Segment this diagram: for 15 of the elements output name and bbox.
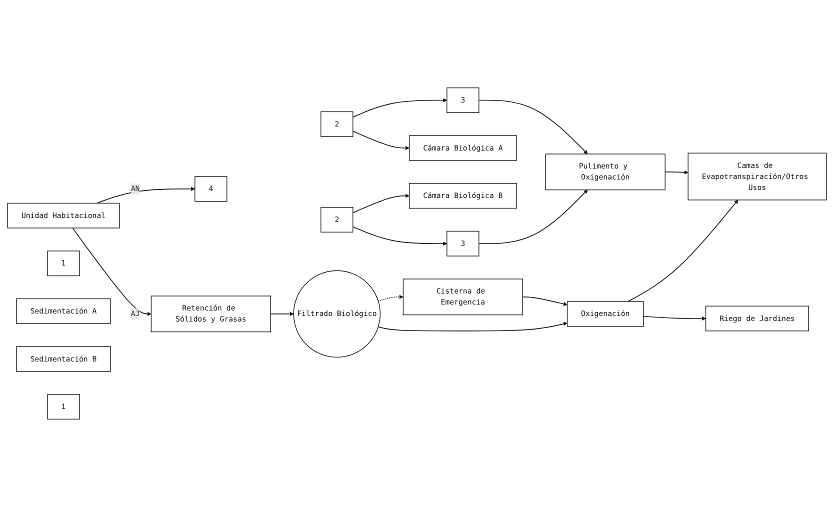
arrow bbox=[352, 98, 448, 118]
arrow bbox=[378, 322, 568, 332]
arrow bbox=[664, 170, 688, 174]
arrow bbox=[352, 130, 410, 150]
arrow bbox=[478, 190, 588, 244]
arrow bbox=[352, 194, 410, 214]
arrow bbox=[352, 226, 448, 246]
arrow bbox=[643, 316, 706, 321]
arrow bbox=[270, 312, 294, 316]
arrow bbox=[72, 228, 152, 316]
arrow bbox=[378, 294, 404, 302]
arrow bbox=[522, 296, 568, 306]
arrow bbox=[628, 200, 738, 302]
arrow bbox=[478, 100, 588, 154]
arrow bbox=[96, 186, 196, 204]
